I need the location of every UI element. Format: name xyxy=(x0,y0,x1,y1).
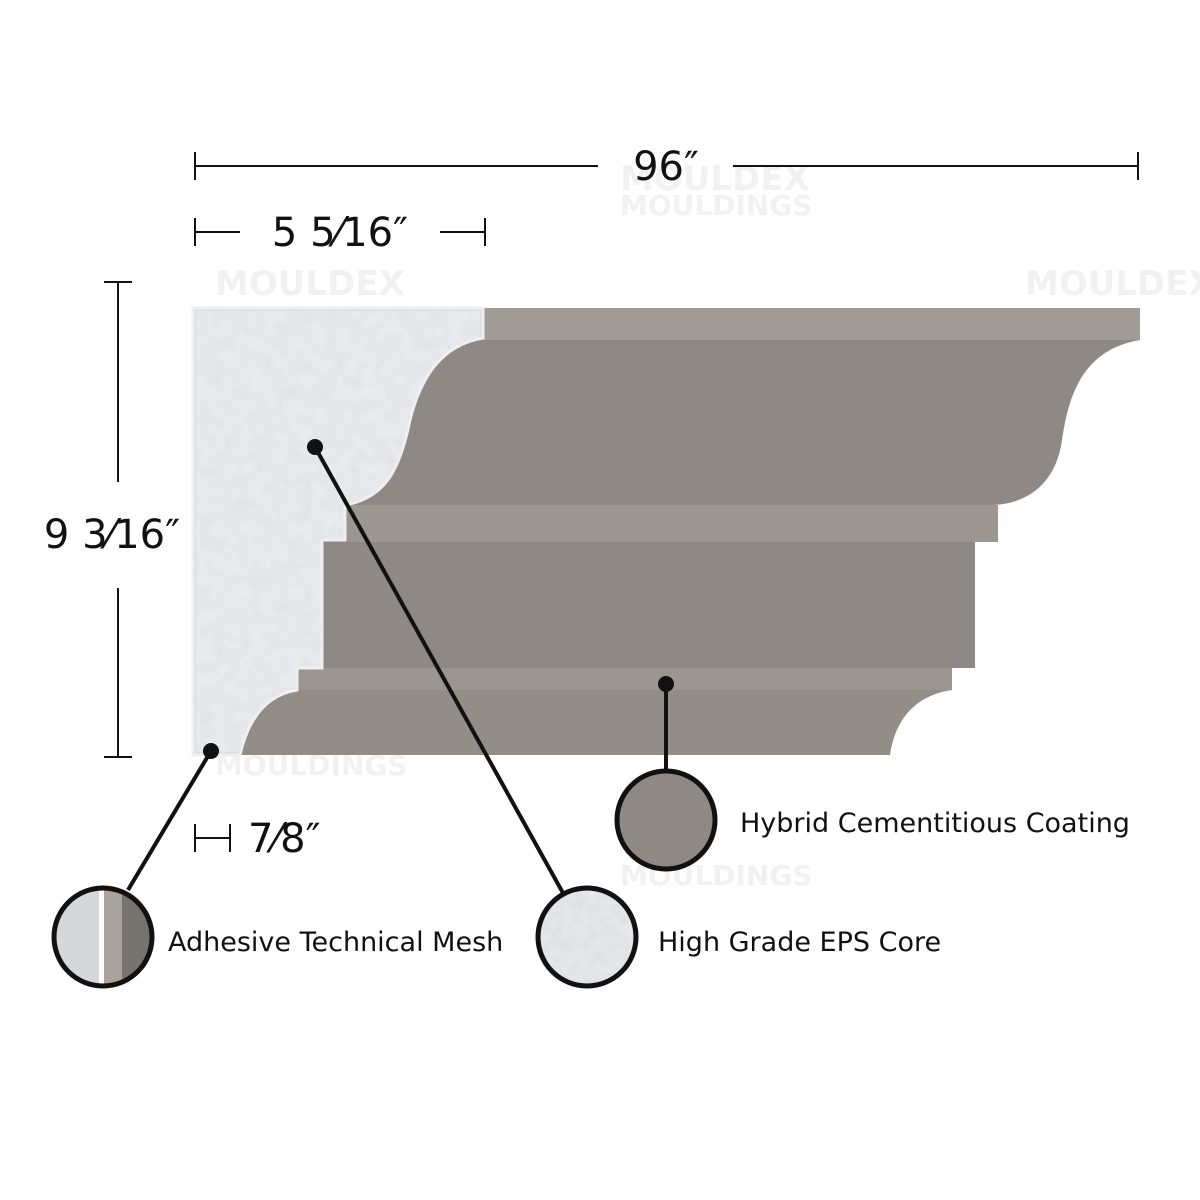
callout-leaders xyxy=(126,439,674,894)
coating-label: Hybrid Cementitious Coating xyxy=(740,808,1130,839)
length-dimension: 96″ xyxy=(633,144,699,190)
coating-swatch xyxy=(614,768,718,872)
top-fillet xyxy=(483,308,1140,340)
thickness-dimension: 7⁄8″ xyxy=(248,816,321,862)
eps-texture xyxy=(196,311,480,752)
projection-dimension: 5 5⁄16″ xyxy=(272,210,408,256)
svg-text:MOULDINGS: MOULDINGS xyxy=(620,189,813,222)
height-dimension: 9 3⁄16″ xyxy=(44,512,180,558)
mesh-swatch xyxy=(51,885,155,989)
mesh-label: Adhesive Technical Mesh xyxy=(168,927,503,958)
svg-text:MOULDEX: MOULDEX xyxy=(1025,264,1200,304)
bottom-fillet xyxy=(297,668,952,690)
mid-fillet xyxy=(345,505,998,542)
eps-swatch xyxy=(535,885,639,989)
moulding-profile xyxy=(191,306,1140,757)
dimension-lines xyxy=(104,152,1139,852)
lower-cove xyxy=(240,690,952,755)
svg-text:MOULDEX: MOULDEX xyxy=(215,264,405,304)
eps-core-label: High Grade EPS Core xyxy=(658,927,941,958)
